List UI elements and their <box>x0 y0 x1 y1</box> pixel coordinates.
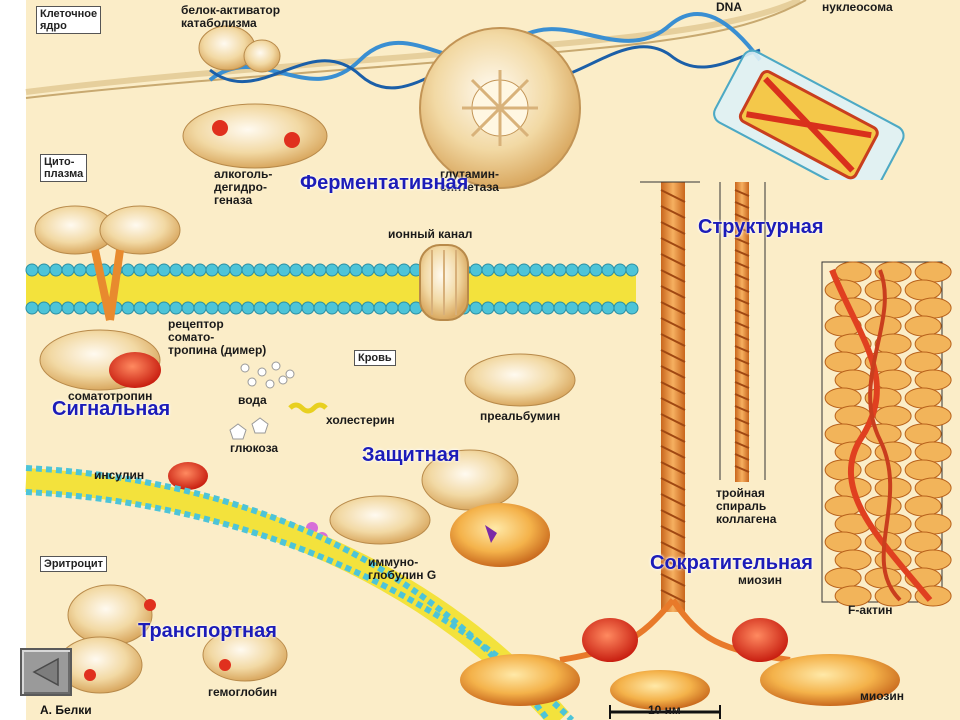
f-actin-filament <box>822 262 951 606</box>
f-actin-label: F-актин <box>848 604 893 617</box>
activator-label: белок-активатор катаболизма <box>181 4 280 30</box>
category-transport: Транспортная <box>138 620 277 643</box>
collagen-label: тройная спираль коллагена <box>716 487 776 526</box>
category-structural: Структурная <box>698 216 824 239</box>
glucose-label: глюкоза <box>230 442 278 455</box>
myosin-lower-label: миозин <box>860 690 904 703</box>
category-contractile: Сократительная <box>650 552 813 575</box>
cytoplasm-label: Цито- плазма <box>40 154 87 182</box>
immunoglobulin-label: иммуно- глобулин G <box>368 556 436 582</box>
prealbumin <box>465 354 575 406</box>
erythrocyte-label: Эритроцит <box>40 556 107 572</box>
blood-label: Кровь <box>354 350 396 366</box>
alcohol-dehydrogenase-label: алкоголь- дегидро- геназа <box>214 168 272 207</box>
long-fiber <box>661 182 685 612</box>
triangle-left-icon <box>30 657 62 687</box>
alcohol-dehydrogenase <box>183 104 327 168</box>
ion-channel-label: ионный канал <box>388 228 472 241</box>
category-protective: Защитная <box>362 444 460 467</box>
prealbumin-label: преальбумин <box>480 410 560 423</box>
receptor-label: рецептор сомато- тропина (димер) <box>168 318 266 357</box>
category-signaling: Сигнальная <box>52 398 170 421</box>
insulin <box>168 462 208 490</box>
back-button[interactable] <box>20 648 72 696</box>
ion-channel <box>420 245 468 320</box>
scale-label: 10 нм <box>648 704 681 717</box>
hemoglobin-label: гемоглобин <box>208 686 277 699</box>
myosin-upper-label: миозин <box>738 574 782 587</box>
dna-label: DNA <box>716 1 742 14</box>
nucleosome-label: нуклеосома <box>822 1 893 14</box>
glutamine-synthetase <box>420 28 580 188</box>
water-label: вода <box>238 394 267 407</box>
cholesterol-label: холестерин <box>326 414 395 427</box>
figure-caption: А. Белки <box>40 703 92 717</box>
insulin-label: инсулин <box>94 469 144 482</box>
nucleus-label: Клеточное ядро <box>36 6 101 34</box>
category-enzymatic: Ферментативная <box>300 172 468 195</box>
